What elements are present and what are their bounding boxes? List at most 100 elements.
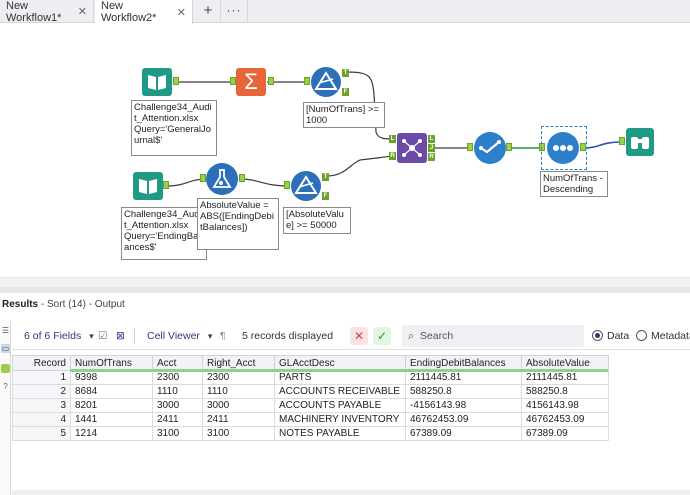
false-anchor[interactable]: F <box>322 192 329 200</box>
sigma-icon: Σ <box>244 69 258 94</box>
output-anchor-icon[interactable] <box>1 364 10 373</box>
metadata-radio[interactable] <box>636 330 647 341</box>
browse-tool[interactable] <box>626 128 654 156</box>
results-horizontal-scrollbar[interactable] <box>12 490 690 495</box>
table-row[interactable]: 5 1214 3100 3100 NOTES PAYABLE 67389.09 … <box>12 426 609 441</box>
filter-tool-2[interactable] <box>291 171 321 201</box>
table-cell: 2 <box>12 384 71 399</box>
table-cell: 1214 <box>70 426 153 441</box>
join-left-output-anchor[interactable]: L <box>428 135 435 143</box>
join-output-anchor[interactable]: J <box>428 144 435 152</box>
add-tab-button[interactable]: + <box>203 2 213 19</box>
canvas-horizontal-scrollbar[interactable] <box>0 277 690 287</box>
annotation-filter-2: [AbsoluteValue] >= 50000 <box>283 207 351 234</box>
table-cell: ACCOUNTS PAYABLE <box>274 398 406 413</box>
input-data-tool-2[interactable] <box>133 172 163 200</box>
annotation-sort: NumOfTrans - Descending <box>540 171 608 197</box>
output-anchor[interactable] <box>239 174 245 182</box>
pane-splitter[interactable] <box>0 287 690 293</box>
checkbox-edit-icon[interactable]: ☑ <box>98 330 108 342</box>
formula-tool[interactable] <box>206 163 238 195</box>
tab-new-workflow2[interactable]: New Workflow2* ✕ <box>95 0 193 24</box>
deselect-icon[interactable]: ⊠ <box>116 330 125 342</box>
column-header[interactable]: NumOfTrans <box>70 355 153 371</box>
fields-dropdown[interactable]: 6 of 6 Fields ▾ <box>24 322 94 350</box>
close-icon[interactable]: ✕ <box>77 6 87 18</box>
true-anchor[interactable]: T <box>342 69 349 77</box>
table-cell: 2111445.81 <box>405 370 522 385</box>
input-data-tool-1[interactable] <box>142 68 172 96</box>
book-icon <box>148 75 166 90</box>
table-cell: 46762453.09 <box>521 412 609 427</box>
metadata-radio-label: Metadata <box>651 330 690 342</box>
column-header[interactable]: AbsoluteValue <box>521 355 609 371</box>
cancel-button[interactable]: ✕ <box>350 327 368 345</box>
join-right-output-anchor[interactable]: R <box>428 153 435 161</box>
table-row[interactable]: 4 1441 2411 2411 MACHINERY INVENTORY 467… <box>12 412 609 427</box>
input-anchor[interactable] <box>539 143 545 151</box>
right-input-anchor[interactable]: R <box>389 152 396 160</box>
table-cell: 588250.8 <box>521 384 609 399</box>
output-anchor[interactable] <box>580 143 586 151</box>
cell-viewer-dropdown[interactable]: Cell Viewer ▾ <box>147 322 212 350</box>
input-anchor[interactable] <box>284 181 290 189</box>
table-cell: 67389.09 <box>521 426 609 441</box>
data-radio[interactable] <box>592 330 603 341</box>
help-icon[interactable]: ? <box>3 382 8 391</box>
flask-icon <box>212 169 232 188</box>
close-icon[interactable]: ✕ <box>176 6 186 19</box>
join-tool[interactable] <box>397 133 427 163</box>
table-cell: NOTES PAYABLE <box>274 426 406 441</box>
divider <box>247 0 248 23</box>
input-anchor[interactable] <box>467 143 473 151</box>
more-options-button[interactable]: ··· <box>226 3 242 17</box>
table-cell: 3 <box>12 398 71 413</box>
table-cell: 2300 <box>152 370 203 385</box>
table-cell: PARTS <box>274 370 406 385</box>
left-input-anchor[interactable]: L <box>389 135 396 143</box>
output-anchor[interactable] <box>163 181 169 189</box>
divider <box>220 0 221 23</box>
divider <box>134 328 135 344</box>
column-header[interactable]: Acct <box>152 355 203 371</box>
annotation-filter-1: [NumOfTrans] >= 1000 <box>303 102 385 128</box>
tab-label: New Workflow2* <box>101 0 157 24</box>
tab-label: New Workflow1* <box>6 0 62 24</box>
output-anchor[interactable] <box>506 143 512 151</box>
selection-box <box>541 126 587 170</box>
column-header[interactable]: Record <box>12 355 71 371</box>
search-input[interactable]: ⌕ Search <box>402 325 584 347</box>
column-header[interactable]: Right_Acct <box>202 355 275 371</box>
confirm-button[interactable]: ✓ <box>373 327 391 345</box>
fields-label: 6 of 6 Fields <box>24 330 82 342</box>
list-icon[interactable]: ☰ <box>1 326 10 335</box>
workflow-canvas[interactable]: Challenge34_Audit_Attention.xlsx Query='… <box>0 24 690 277</box>
table-cell: 4156143.98 <box>521 398 609 413</box>
input-anchor[interactable] <box>230 77 236 85</box>
sort-indicator-bar <box>70 369 608 372</box>
false-anchor[interactable]: F <box>342 88 349 96</box>
sort-tool[interactable] <box>547 132 579 164</box>
join-network-icon <box>402 139 422 157</box>
filter-tool-1[interactable] <box>311 67 341 97</box>
select-tool[interactable] <box>474 132 506 164</box>
input-anchor[interactable] <box>304 77 310 85</box>
table-row[interactable]: 2 8684 1110 1110 ACCOUNTS RECEIVABLE 588… <box>12 384 609 399</box>
output-anchor[interactable] <box>268 77 274 85</box>
table-view-icon[interactable]: ▭ <box>1 344 10 353</box>
table-row[interactable]: 3 8201 3000 3000 ACCOUNTS PAYABLE -41561… <box>12 398 609 413</box>
output-anchor[interactable] <box>173 77 179 85</box>
sort-dots-icon <box>553 145 573 151</box>
table-cell: 3000 <box>152 398 203 413</box>
table-cell: 4 <box>12 412 71 427</box>
input-anchor[interactable] <box>619 137 625 145</box>
pilcrow-icon[interactable]: ¶ <box>220 330 226 342</box>
input-anchor[interactable] <box>200 174 206 182</box>
table-row[interactable]: 1 9398 2300 2300 PARTS 2111445.81 211144… <box>12 370 609 385</box>
tab-new-workflow1[interactable]: New Workflow1* ✕ <box>0 0 94 24</box>
summarize-tool[interactable]: Σ <box>236 68 266 96</box>
true-anchor[interactable]: T <box>322 173 329 181</box>
table-cell: 46762453.09 <box>405 412 522 427</box>
connection-line <box>326 155 394 177</box>
search-placeholder: Search <box>419 330 454 342</box>
